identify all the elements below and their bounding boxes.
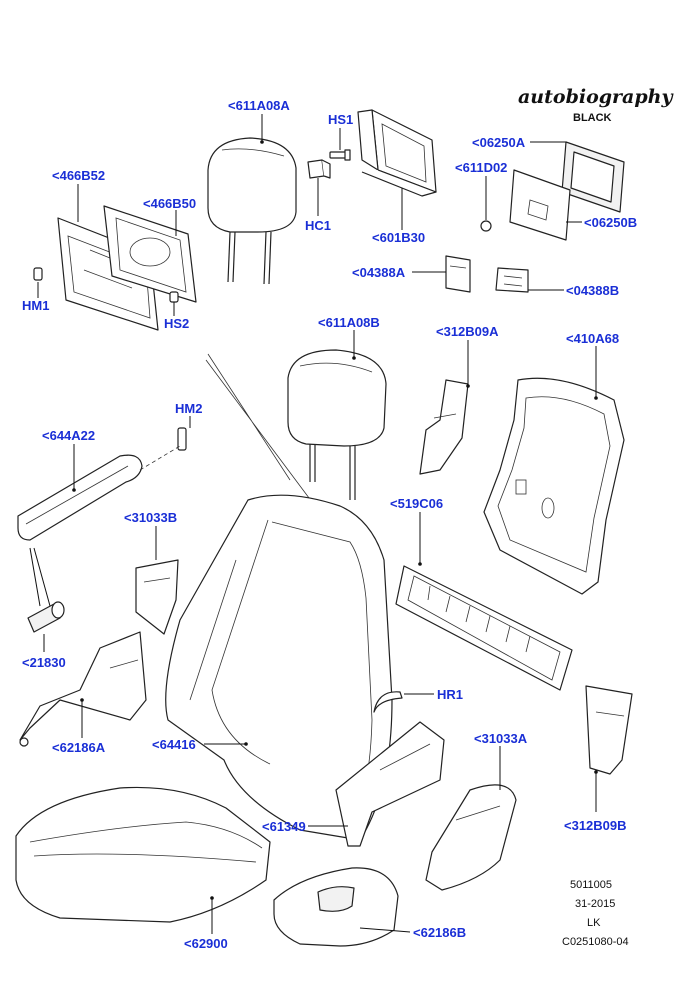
label-466B50: <466B50 xyxy=(143,196,196,211)
hinge-cover-31033a xyxy=(425,784,517,891)
bracket-312b09a xyxy=(419,379,469,475)
meta-ref: C0251080-04 xyxy=(562,936,629,948)
label-31033A: <31033A xyxy=(474,731,528,746)
bolt-hm2 xyxy=(177,427,187,451)
seat-cushion xyxy=(15,786,271,923)
clip-hc1 xyxy=(307,159,331,179)
label-62900: <62900 xyxy=(184,936,228,951)
screw-hs1 xyxy=(329,149,351,161)
fastener-hm1 xyxy=(33,267,43,281)
label-644A22: <644A22 xyxy=(42,428,95,443)
label-04388A: <04388A xyxy=(352,265,406,280)
lumbar-mesh-519c06 xyxy=(395,565,573,691)
brand-title: autobiography xyxy=(518,86,674,108)
meta-initials: LK xyxy=(587,917,601,929)
label-611D02: <611D02 xyxy=(455,160,507,175)
recliner-bracket-62186a xyxy=(19,631,147,747)
clip-04388a xyxy=(445,255,471,293)
headrest-guide-frame xyxy=(357,109,437,197)
label-04388B: <04388B xyxy=(566,283,619,298)
clip-04388b xyxy=(495,267,529,293)
hinge-61349 xyxy=(335,721,445,847)
label-62186B: <62186B xyxy=(413,925,466,940)
label-64416: <64416 xyxy=(152,737,196,752)
back-trim-panel xyxy=(103,205,197,303)
bracket-312b09b xyxy=(585,685,633,775)
label-21830: <21830 xyxy=(22,655,66,670)
label-HS2: HS2 xyxy=(164,316,189,331)
label-62186A: <62186A xyxy=(52,740,106,755)
brand-subtitle: BLACK xyxy=(573,112,612,124)
label-519C06: <519C06 xyxy=(390,496,443,511)
label-61349: <61349 xyxy=(262,819,306,834)
label-HC1: HC1 xyxy=(305,218,331,233)
side-trim-bar xyxy=(17,445,181,541)
label-HR1: HR1 xyxy=(437,687,463,702)
hinge-cover-31033b xyxy=(135,559,179,635)
label-601B30: <601B30 xyxy=(372,230,425,245)
pad-62186b xyxy=(273,867,399,947)
label-HM1: HM1 xyxy=(22,298,49,313)
label-06250B: <06250B xyxy=(584,215,637,230)
meta-date: 31-2015 xyxy=(575,898,615,910)
label-31033B: <31033B xyxy=(124,510,177,525)
label-466B52: <466B52 xyxy=(52,168,105,183)
seat-back-panel xyxy=(483,377,625,595)
headrest-lower xyxy=(287,349,387,500)
display-bezel xyxy=(561,141,625,213)
label-312B09B: <312B09B xyxy=(564,818,627,833)
label-410A68: <410A68 xyxy=(566,331,619,346)
label-312B09A: <312B09A xyxy=(436,324,499,339)
ring-hr1 xyxy=(373,691,403,713)
cover-panel xyxy=(509,169,571,241)
label-611A08A: <611A08A xyxy=(228,98,290,113)
label-06250A: <06250A xyxy=(472,135,526,150)
label-611A08B: <611A08B xyxy=(318,315,380,330)
label-HM2: HM2 xyxy=(175,401,202,416)
screw-hs2 xyxy=(169,291,179,303)
headrest-upper xyxy=(207,137,297,285)
knob-21830 xyxy=(27,547,65,633)
label-HS1: HS1 xyxy=(328,112,353,127)
meta-code: 5011005 xyxy=(570,879,612,891)
